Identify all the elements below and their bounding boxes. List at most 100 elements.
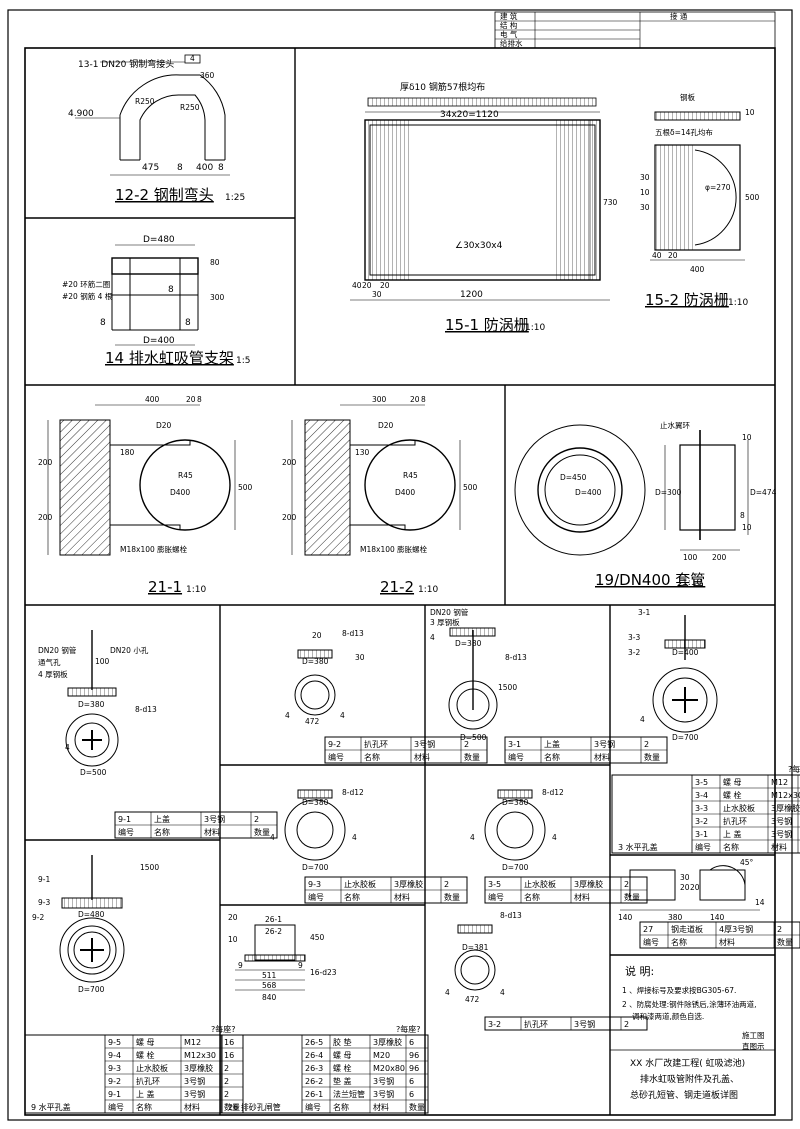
view-9-3-text: D=380 8-d12 D=700 4 4: [270, 788, 364, 872]
title-21-1: 21-1: [148, 578, 182, 596]
table-3-cell: 3号钢: [771, 829, 792, 839]
table-9-cell: 数量: [224, 1102, 240, 1112]
dim-20b-15: 20: [380, 281, 390, 290]
dim-3-1-8d13: 8-d13: [505, 653, 527, 662]
dim-21-2-200a: 200: [282, 458, 297, 467]
view-3-2-text: 8-d13 D=381 4 472 4: [445, 911, 522, 1004]
table-9-3-cell: 3厚橡胶: [394, 879, 423, 889]
table-3-cell: 3-2: [695, 817, 708, 826]
callout-13-1: 13-1 DN20 钢制弯接头: [78, 58, 174, 70]
dim-27-380: 380: [668, 913, 683, 922]
table-26-cell: 名称: [333, 1102, 349, 1112]
table-9-cell: 9-5: [108, 1038, 121, 1047]
dim-21-2-500: 500: [463, 483, 478, 492]
table-9-1-cell: 编号: [118, 827, 134, 837]
table-9-cell: 2: [224, 1077, 229, 1086]
dim-9-asm-d480: D=480: [78, 910, 105, 919]
table-9-1-cell: 材料: [204, 827, 220, 837]
dim-475: 475: [142, 163, 159, 173]
table-26-cell: 26-3: [305, 1064, 323, 1073]
title-15-2: 15-2 防涡栅: [645, 291, 729, 309]
dim-3-1-d380: D=380: [455, 639, 482, 648]
inner-frame: [24, 47, 776, 1116]
table-27-cell: 材料: [719, 937, 735, 947]
table-26-cell: 26-5: [305, 1038, 323, 1047]
title-15-1: 15-1 防涡栅: [445, 316, 529, 334]
scale-14: 1:5: [236, 356, 250, 366]
note-26-2: 26-2: [265, 927, 282, 936]
view-9-1-text: DN20 钢管 通气孔 4 厚钢板 DN20 小孔 100 D=380 8-d1…: [38, 645, 157, 777]
table-9-1-cell: 名称: [154, 827, 170, 837]
dim-26-450: 450: [310, 933, 325, 942]
table-9-cell: 螺 母: [136, 1037, 155, 1047]
table-9-cell: 16: [224, 1038, 234, 1047]
note-3-1-plate: 3 厚钢板: [430, 617, 460, 627]
dim-3-5-4a: 4: [470, 833, 475, 842]
dim-21-2-20: 20: [410, 395, 420, 404]
table-26-cell: 3号钢: [373, 1076, 394, 1086]
view-9-2-text: 20 8-d13 D=380 472 4 4 30: [285, 629, 365, 726]
table-3-caption: 3 水平孔盖: [618, 842, 658, 852]
dim-21-1-180: 180: [120, 448, 135, 457]
dim-21-2-d20: D20: [378, 421, 394, 430]
dim-19-100: 100: [683, 553, 698, 562]
view-19-text: 止水翼环 D=450 D=400 D=300 D=474 10 10 100 2…: [560, 420, 777, 589]
table-9-cell: M12: [184, 1038, 201, 1047]
table-26-cell: 6: [409, 1090, 414, 1099]
scale-21-2: 1:10: [418, 585, 438, 595]
dim-8-14a: 8: [168, 285, 174, 295]
dim-d480: D=480: [143, 235, 175, 245]
table-3-5-cell: 止水胶板: [524, 879, 556, 889]
dim-3-2-d381: D=381: [462, 943, 489, 952]
dim-19-8: 8: [740, 511, 745, 520]
note-9-1-hole: DN20 小孔: [110, 646, 149, 655]
dim-9-1-8d13: 8-d13: [135, 705, 157, 714]
view-12-2-elbow: [75, 54, 230, 176]
table-3-cell: 名称: [723, 842, 739, 852]
table-9-2-cell: 3号钢: [414, 739, 435, 749]
table-9-2-cell: 材料: [414, 752, 430, 762]
dim-3-2-472: 472: [465, 995, 480, 1004]
scale-15-1: 1:10: [525, 323, 545, 333]
dim-9-1-d500: D=500: [80, 768, 107, 777]
table-3-1-cell: 名称: [544, 752, 560, 762]
table-9-cell: 3号钢: [184, 1076, 205, 1086]
dim-26-9a: 9: [238, 961, 243, 970]
table-3-1-cell: 3-1: [508, 740, 521, 749]
dim-21-2-8: 8: [421, 395, 426, 404]
table-26-cell: M20x80: [373, 1064, 405, 1073]
note-9-1-pipe: DN20 钢管: [38, 645, 77, 655]
table-9-1-cell: 2: [254, 815, 259, 824]
view-9-assembly: [59, 855, 125, 983]
table-9-3-cell: 名称: [344, 892, 360, 902]
dim-27-20a: 20: [680, 883, 690, 892]
view-14-text: D=480 D=400 8 8 8 80 300 #20 环筋二圈 #20 钢筋…: [62, 235, 250, 367]
table-9-caption: 9 水平孔盖: [31, 1102, 71, 1112]
note-21-2-bolt: M18x100 膨胀螺栓: [360, 544, 428, 554]
table-3-cell: M12: [771, 778, 788, 787]
dim-3-2-8d13: 8-d13: [500, 911, 522, 920]
scale-15-2: 1:10: [728, 298, 748, 308]
dim-9-2-4b: 4: [340, 711, 345, 720]
panel-grid: [25, 48, 775, 1115]
note-9-asm-3: 9-3: [38, 898, 50, 907]
table-9-cell: 3厚橡胶: [184, 1063, 213, 1073]
view-21-2-text: 300 20 8 D20 130 200 200 500 R45 D400 M1…: [282, 395, 478, 596]
dim-30b-152: 30: [640, 203, 650, 212]
view-21-1: [47, 404, 236, 556]
note-item-2: 2 、防腐处理:钢件除锈后,涂薄环油两道,: [622, 999, 756, 1009]
note-9-1-plate: 4 厚钢板: [38, 669, 68, 679]
scale-21-1: 1:10: [186, 585, 206, 595]
table-26-unit: ?每座?: [396, 1024, 421, 1034]
dim-8b: 8: [218, 163, 224, 173]
table-9-cell: 3号钢: [184, 1089, 205, 1099]
table-3-1-cell: 编号: [508, 752, 524, 762]
view-9-2: [294, 649, 336, 716]
title-19: 19/DN400 套管: [595, 571, 705, 589]
dim-40-15: 40: [352, 281, 362, 290]
view-26-pipe: [235, 924, 306, 991]
dim-9-asm-1500: 1500: [140, 863, 159, 872]
dim-19-10a: 10: [742, 433, 752, 442]
table-9-2-cell: 编号: [328, 752, 344, 762]
